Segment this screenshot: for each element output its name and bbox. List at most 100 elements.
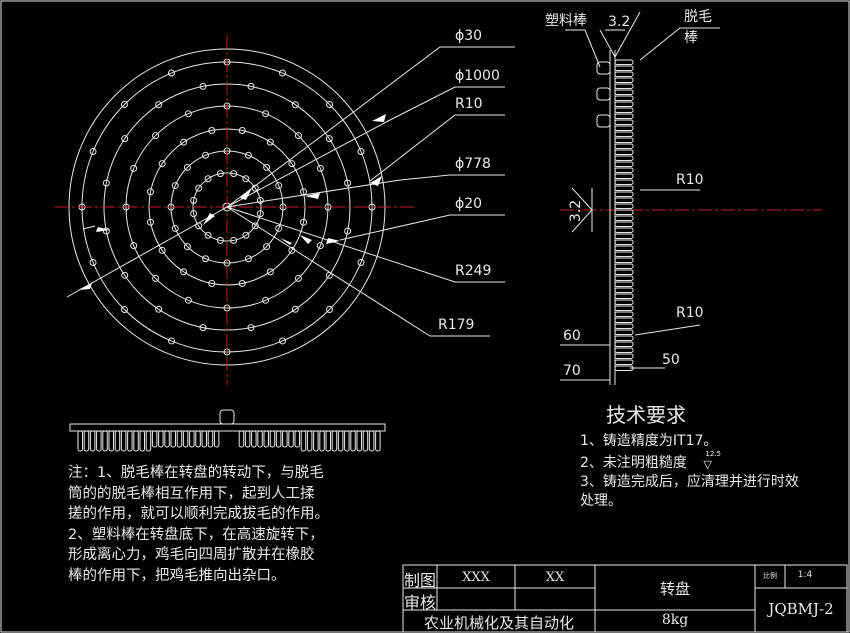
rod-hole xyxy=(230,236,238,244)
rod-hole xyxy=(344,227,352,235)
plucking-rod xyxy=(614,359,634,365)
plucking-rod xyxy=(120,430,127,452)
plucking-rod xyxy=(300,430,307,452)
rod-hole xyxy=(130,164,138,172)
rod-hole xyxy=(183,163,191,171)
drawing-number: JQBMJ-2 xyxy=(768,600,834,618)
rod-hole xyxy=(146,188,154,196)
rod-hole xyxy=(184,296,192,304)
organization: 农业机械化及其自动化 xyxy=(423,614,574,632)
rod-hole xyxy=(216,236,224,244)
plucking-rod xyxy=(375,430,381,452)
rod-hole xyxy=(288,160,296,168)
plucking-rod xyxy=(306,430,313,452)
rod-hole xyxy=(247,82,255,90)
rod-hole xyxy=(155,101,163,109)
plucking-rod xyxy=(344,430,350,452)
plucking-rod xyxy=(207,430,214,448)
dim-70: 70 xyxy=(563,363,581,379)
plucking-rod xyxy=(189,430,195,448)
rod-hole xyxy=(146,218,154,226)
rod-hole xyxy=(102,227,110,235)
plucking-rod xyxy=(614,215,634,221)
mass: 8kg xyxy=(661,612,689,628)
plucking-rod xyxy=(151,430,158,448)
rod-hole xyxy=(300,218,308,226)
rod-hole xyxy=(238,280,246,288)
roughness-left: 3.2 xyxy=(568,199,585,223)
plastic-rod xyxy=(596,61,611,75)
rod-hole xyxy=(357,258,365,266)
roughness-symbol-icon: 12.5 ▽ xyxy=(703,450,725,471)
rod-hole xyxy=(275,182,283,190)
plucking-rod xyxy=(614,305,634,311)
plucking-rod xyxy=(614,89,634,95)
plucking-rod xyxy=(164,430,170,448)
plucking-rod xyxy=(614,59,634,65)
rod-hole xyxy=(275,224,283,232)
plucking-rod xyxy=(182,430,189,448)
plucking-rod xyxy=(331,430,338,452)
plucking-rod xyxy=(614,185,634,191)
rod-hole xyxy=(204,175,212,183)
rod-hole xyxy=(294,132,302,140)
note-line: 棒的作用下，把鸡毛推向出杂口。 xyxy=(68,567,286,584)
rod-hole xyxy=(102,179,110,187)
plucking-rod xyxy=(362,430,369,452)
rod-hole xyxy=(152,132,160,140)
rod-hole xyxy=(216,170,224,178)
plucking-rod xyxy=(614,77,634,83)
plucking-rod xyxy=(614,83,634,89)
rod-hole xyxy=(325,135,333,143)
drawn-by: XXX xyxy=(462,570,490,585)
note-line: 2、塑料棒在转盘底下，在高速旋转下， xyxy=(68,526,324,543)
dim-phi30: ϕ30 xyxy=(455,28,483,44)
plucking-rod-label-1: 脱毛 xyxy=(684,9,712,25)
plucking-rod xyxy=(614,365,634,371)
plucking-rod xyxy=(337,430,344,452)
rod-hole xyxy=(294,274,302,282)
plucking-rod xyxy=(108,430,114,452)
plucking-rod xyxy=(614,161,634,167)
plucking-rod xyxy=(139,430,145,452)
plucking-rod xyxy=(614,299,634,305)
plucking-rod xyxy=(257,430,263,448)
rod-hole xyxy=(278,69,286,77)
tech-item: 2、未注明粗糙度 12.5 ▽ xyxy=(580,450,799,473)
plucking-rod xyxy=(614,269,634,275)
plucking-rod xyxy=(213,430,220,448)
tech-item: 1、铸造精度为IT17。 xyxy=(580,433,718,449)
drawn-label: 制图 xyxy=(403,571,436,590)
plucking-rod xyxy=(614,119,634,125)
arrowheads xyxy=(78,114,386,290)
rod-hole xyxy=(266,138,274,146)
rod-hole xyxy=(199,82,207,90)
rod-hole xyxy=(256,210,264,218)
plucking-rod xyxy=(145,430,152,452)
tech-requirements-title: 技术要求 xyxy=(606,403,686,427)
rod-hole xyxy=(262,110,270,118)
rod-hole xyxy=(89,258,97,266)
plucking-rod xyxy=(83,430,90,452)
plucking-rod xyxy=(614,251,634,257)
rod-hole xyxy=(180,138,188,146)
dim-phi20: ϕ20 xyxy=(455,196,483,212)
plucking-rod xyxy=(77,430,83,452)
plucking-rod xyxy=(614,287,634,293)
plucking-rod xyxy=(614,227,634,233)
plucking-rod xyxy=(614,323,634,329)
tech-item: 处理。 xyxy=(580,493,622,509)
dim-r10-top: R10 xyxy=(676,172,704,188)
plucking-rod xyxy=(614,317,634,323)
plucking-rod xyxy=(89,430,96,452)
rod-hole xyxy=(190,210,198,218)
dim-phi778: ϕ778 xyxy=(455,156,491,172)
rod-hole xyxy=(202,151,210,159)
rod-hole xyxy=(291,101,299,109)
plucking-rod xyxy=(133,430,139,452)
plucking-rod xyxy=(282,430,288,448)
rod-hole xyxy=(238,126,246,134)
plucking-rod xyxy=(288,430,294,448)
plucking-rod xyxy=(201,430,207,448)
